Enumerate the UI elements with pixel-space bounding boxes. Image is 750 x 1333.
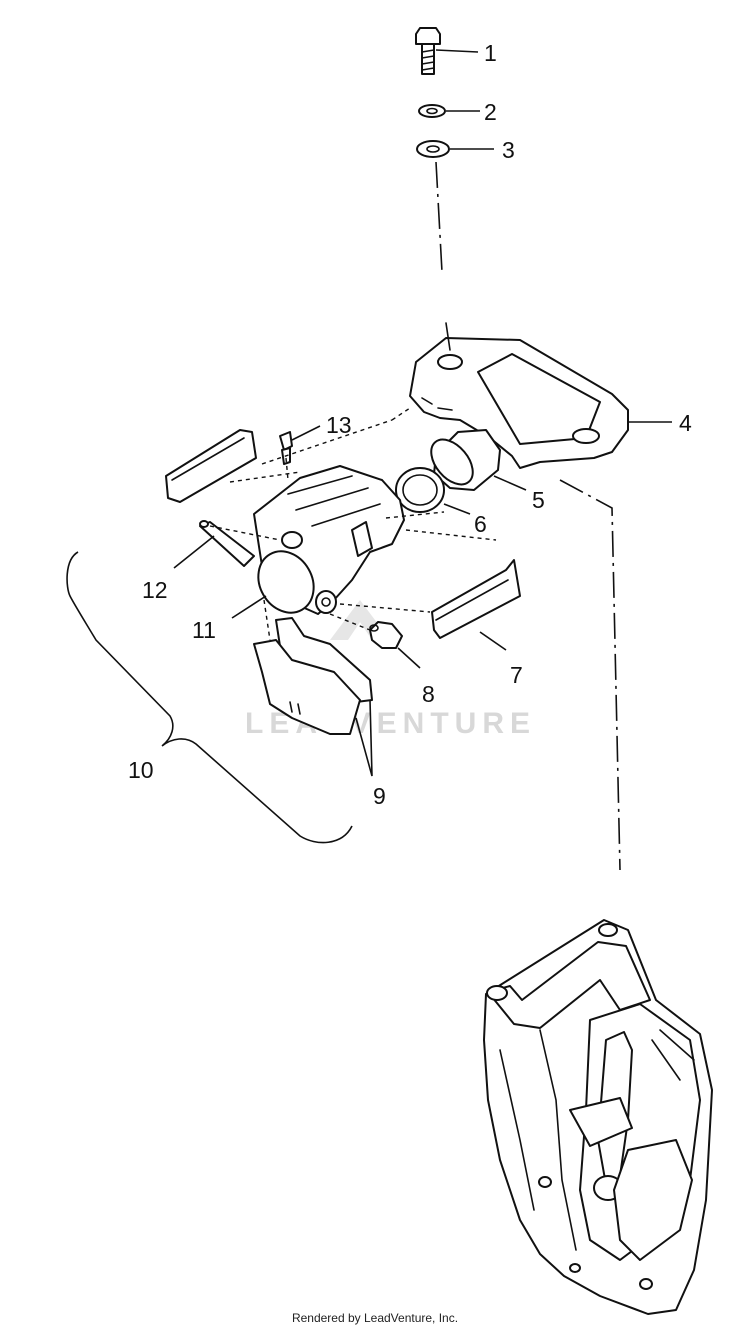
callout-13: 13 bbox=[326, 412, 352, 438]
callout-3: 3 bbox=[502, 137, 515, 163]
part-lock-washer bbox=[418, 104, 446, 118]
callout-1: 1 bbox=[484, 40, 497, 66]
callout-labels: 1 2 3 4 5 6 7 8 9 10 11 12 13 bbox=[128, 40, 692, 809]
part-seal-ring bbox=[395, 467, 445, 513]
assembly-line-bracket bbox=[559, 479, 621, 871]
part-piston bbox=[430, 429, 501, 491]
part-brake-pads bbox=[253, 617, 373, 735]
callout-12: 12 bbox=[142, 577, 168, 603]
callout-2: 2 bbox=[484, 99, 497, 125]
callout-5: 5 bbox=[532, 487, 545, 513]
callout-6: 6 bbox=[474, 511, 487, 537]
part-flat-washer bbox=[416, 140, 450, 158]
callout-8: 8 bbox=[422, 681, 435, 707]
part-nut bbox=[369, 621, 403, 649]
part-bleeder-screw bbox=[279, 431, 293, 465]
callout-leaders bbox=[173, 49, 672, 777]
part-drive-housing bbox=[483, 919, 713, 1315]
assembly-line-bolt bbox=[435, 161, 443, 273]
footer-credit: Rendered by LeadVenture, Inc. bbox=[291, 1311, 459, 1325]
part-shim-lower bbox=[431, 559, 521, 639]
bracket-group-10 bbox=[66, 551, 353, 844]
part-shim-upper bbox=[165, 429, 257, 503]
part-caliper-bracket bbox=[409, 322, 629, 469]
callout-7: 7 bbox=[510, 662, 523, 688]
part-pin bbox=[199, 520, 255, 567]
assembly-lines-dashed bbox=[209, 407, 497, 641]
part-caliper-body bbox=[253, 465, 405, 615]
callout-11: 11 bbox=[192, 617, 216, 643]
part-bolt bbox=[415, 27, 441, 75]
callout-9: 9 bbox=[373, 783, 386, 809]
callout-10: 10 bbox=[128, 757, 154, 783]
callout-4: 4 bbox=[679, 410, 692, 436]
